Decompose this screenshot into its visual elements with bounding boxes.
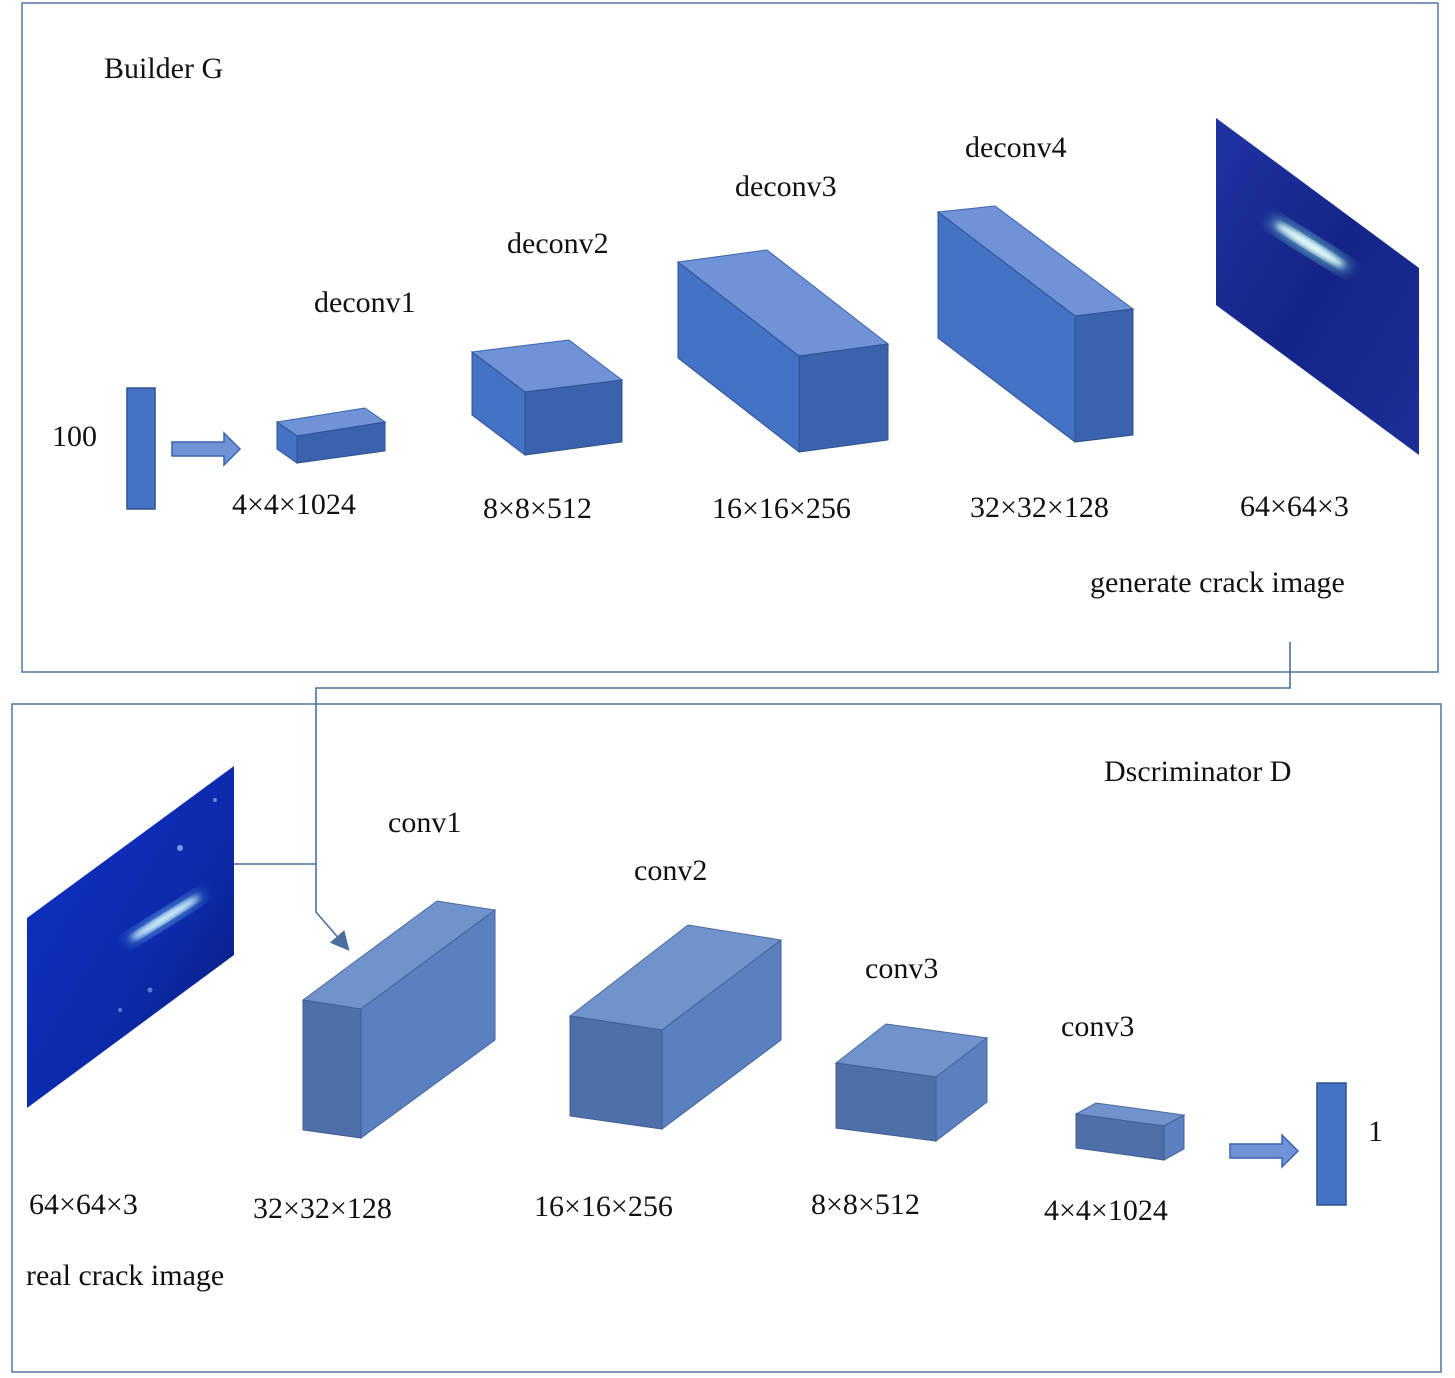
conv2-block bbox=[568, 924, 783, 1130]
generated-crack-image bbox=[1216, 118, 1419, 455]
discriminator-title: Dscriminator D bbox=[1104, 755, 1291, 788]
conv1-size: 32×32×128 bbox=[253, 1192, 392, 1225]
conv3-block bbox=[834, 1023, 989, 1143]
noise-input-vector bbox=[126, 387, 156, 510]
real-image-caption: real crack image bbox=[26, 1259, 224, 1292]
generator-frame bbox=[21, 2, 1439, 673]
noise-input-label: 100 bbox=[52, 420, 97, 453]
conv2-size: 16×16×256 bbox=[534, 1190, 673, 1223]
discriminator-panel: Dscriminator D 64×64×3 real crack image … bbox=[11, 703, 1442, 1373]
deconv2-block bbox=[470, 339, 624, 457]
deconv1-label: deconv1 bbox=[314, 286, 416, 319]
conv4-block bbox=[1074, 1102, 1186, 1161]
discriminator-output-vector bbox=[1316, 1082, 1347, 1206]
conv3-size: 8×8×512 bbox=[811, 1188, 920, 1221]
deconv1-block bbox=[275, 407, 387, 464]
generated-image-caption: generate crack image bbox=[1090, 566, 1345, 599]
conv4-label: conv3 bbox=[1061, 1010, 1134, 1043]
generated-to-discriminator-connector bbox=[315, 642, 1291, 951]
deconv1-size: 4×4×1024 bbox=[232, 488, 356, 521]
deconv3-block bbox=[676, 249, 890, 454]
deconv4-label: deconv4 bbox=[965, 131, 1067, 164]
discriminator-frame bbox=[11, 703, 1442, 1373]
real-crack-image bbox=[27, 766, 234, 1108]
generator-panel: Builder G 100 deconv1 4×4×1024 deconv2 8… bbox=[21, 2, 1439, 673]
deconv4-block bbox=[936, 205, 1135, 444]
conv2-label: conv2 bbox=[634, 854, 707, 887]
discriminator-output-arrow-icon bbox=[1229, 1133, 1300, 1169]
deconv3-label: deconv3 bbox=[735, 170, 837, 203]
conv3-label: conv3 bbox=[865, 952, 938, 985]
generator-title: Builder G bbox=[104, 52, 223, 85]
conv4-size: 4×4×1024 bbox=[1044, 1194, 1168, 1227]
conv1-block bbox=[301, 900, 497, 1139]
deconv2-label: deconv2 bbox=[507, 227, 609, 260]
discriminator-output-label: 1 bbox=[1368, 1115, 1383, 1148]
deconv3-size: 16×16×256 bbox=[712, 492, 851, 525]
generator-input-arrow-icon bbox=[171, 431, 242, 467]
real-image-size: 64×64×3 bbox=[29, 1188, 138, 1221]
conv1-label: conv1 bbox=[388, 806, 461, 839]
deconv4-size: 32×32×128 bbox=[970, 491, 1109, 524]
deconv2-size: 8×8×512 bbox=[483, 492, 592, 525]
generated-image-size: 64×64×3 bbox=[1240, 490, 1349, 523]
